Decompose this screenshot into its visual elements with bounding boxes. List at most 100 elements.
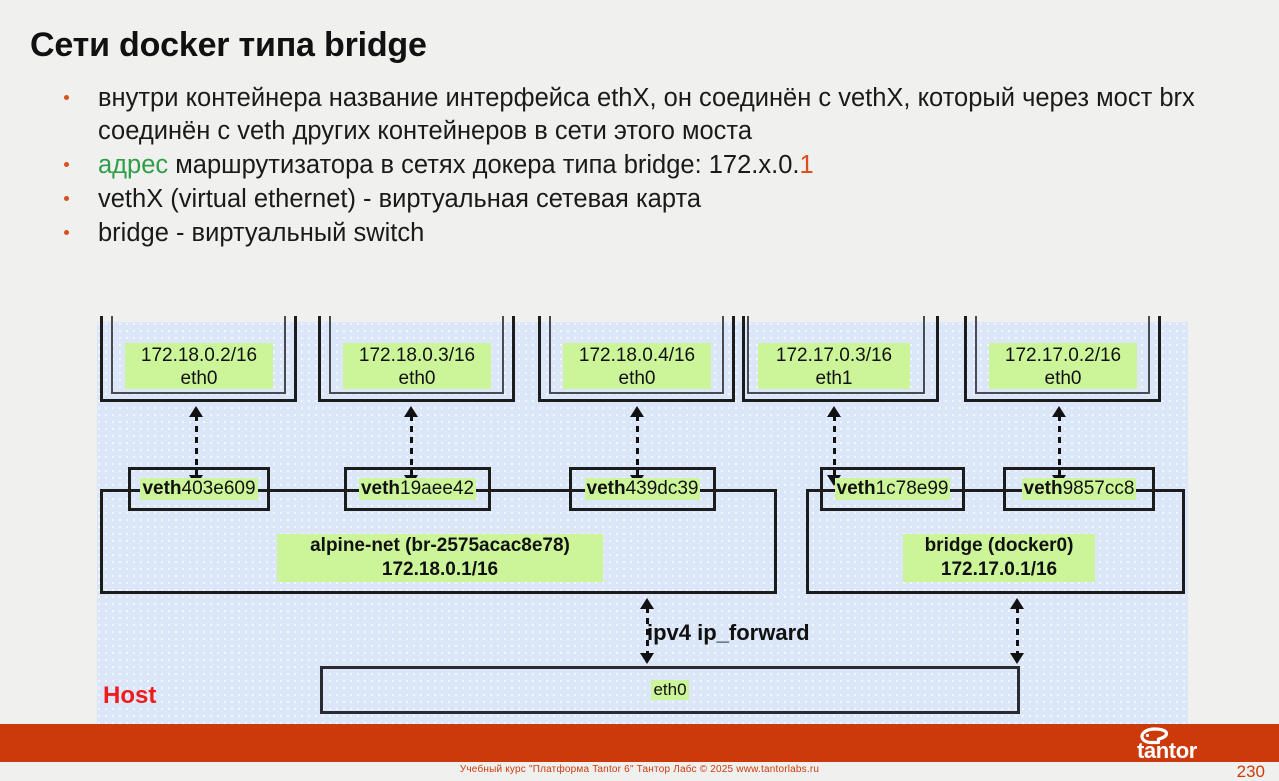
dashed-line [833,415,836,477]
container-ip-1: 172.18.0.2/16 eth0 [125,343,273,389]
bridge-label-alpine-net: alpine-net (br-2575acac8e78) 172.18.0.1/… [277,534,603,582]
container-iface-2: eth0 [398,368,436,389]
veth-box-2: veth19aee42 [344,467,491,511]
connector-bridge-host-left [640,598,654,664]
dashed-line [1016,607,1019,655]
bullet-text-4: bridge - виртуальный switch [98,219,425,247]
container-ip-5: 172.17.0.2/16 eth0 [989,343,1137,389]
container-ip-address-3: 172.18.0.4/16 [578,345,696,366]
veth-box-3: veth439dc39 [569,467,716,511]
bullet-item-2: адрес маршрутизатора в сетях докера типа… [56,149,1236,182]
veth-prefix-3: veth [586,478,626,499]
bullet-text-1: внутри контейнера название интерфейса et… [98,84,1195,145]
veth-link-1-2 [269,489,345,492]
veth-prefix-5: veth [1023,478,1063,499]
container-ip-address-1: 172.18.0.2/16 [140,345,258,366]
bullet-dot-icon [64,95,69,100]
veth-prefix-1: veth [142,478,182,499]
veth-box-1: veth403e609 [128,467,270,511]
connector-container-veth-4 [827,406,841,486]
bullet-item-3: vethX (virtual ethernet) - виртуальная с… [56,183,1236,216]
dashed-line [646,607,649,655]
dashed-line [636,415,639,477]
bullet-text-2-mid: маршрутизатора в сетях докера типа bridg… [168,151,800,179]
veth-label-3: veth439dc39 [584,478,701,500]
svg-text:tantor: tantor [1137,738,1198,760]
dashed-line [1058,415,1061,477]
host-label: Host [103,682,157,709]
dashed-line [410,415,413,477]
bridge-ip-docker0: 172.17.0.1/16 [940,559,1058,580]
veth-label-1: veth403e609 [140,478,258,500]
veth-link-2-3 [490,489,570,492]
arrow-head-up-icon [640,598,654,609]
tantor-logo: tantor [1137,727,1198,760]
veth-label-4: veth1c78e99 [834,478,951,500]
veth-suffix-2: 19aee42 [400,478,475,499]
arrow-head-up-icon [630,406,644,417]
container-ip-2: 172.18.0.3/16 eth0 [343,343,491,389]
container-iface-4: eth1 [815,368,853,389]
veth-suffix-3: 439dc39 [625,478,699,499]
bullet-list: внутри контейнера название интерфейса et… [56,82,1236,251]
veth-suffix-1: 403e609 [181,478,256,499]
bullet-item-1: внутри контейнера название интерфейса et… [56,82,1236,148]
arrow-head-up-icon [1010,598,1024,609]
arrow-head-down-icon [640,653,654,664]
container-box-1 [100,316,297,402]
bullet-dot-icon [64,230,69,235]
ip-forward-label: ipv4 ip_forward [647,620,810,645]
container-iface-5: eth0 [1044,368,1082,389]
arrow-head-up-icon [404,406,418,417]
veth-suffix-4: 1c78e99 [875,478,949,499]
bridge-name-docker0: bridge (docker0) [924,535,1074,556]
container-ip-address-2: 172.18.0.3/16 [358,345,476,366]
footer-credit-text: Учебный курс "Платформа Tantor 6" Тантор… [459,764,820,775]
arrow-head-up-icon [189,406,203,417]
container-inner-5 [975,316,1150,394]
arrow-head-up-icon [1052,406,1066,417]
page-number: 230 [1236,762,1265,781]
container-ip-address-5: 172.17.0.2/16 [1004,345,1122,366]
veth-suffix-5: 9857cc8 [1062,478,1135,499]
container-box-5 [964,316,1161,402]
container-box-3 [538,316,735,402]
veth-label-5: veth9857cc8 [1021,478,1137,500]
arrow-head-up-icon [827,406,841,417]
bullet-text-2-green: адрес [98,151,169,179]
container-ip-3: 172.18.0.4/16 eth0 [563,343,711,389]
bridge-ip-alpine-net: 172.18.0.1/16 [381,559,499,580]
veth-prefix-2: veth [360,478,401,499]
container-inner-4 [747,316,925,394]
footer-bar [0,724,1279,762]
docker-bridge-network-diagram: 172.18.0.2/16 eth0 172.18.0.3/16 eth0 17… [97,316,1188,724]
veth-box-5: veth9857cc8 [1003,467,1155,511]
host-eth0-box: eth0 [320,666,1020,714]
bridge-name-alpine-net: alpine-net (br-2575acac8e78) [310,535,570,556]
bullet-item-4: bridge - виртуальный switch [56,217,1236,250]
arrow-head-down-icon [1010,653,1024,664]
dashed-line [195,415,198,477]
container-ip-address-4: 172.17.0.3/16 [775,345,893,366]
container-inner-3 [549,316,724,394]
bullet-text-2-orange: 1 [799,151,814,179]
container-box-2 [318,316,515,402]
container-box-4 [742,316,939,402]
bullet-text-3: vethX (virtual ethernet) - виртуальная с… [98,185,702,213]
veth-link-4-5 [964,489,1004,492]
container-inner-1 [111,316,286,394]
bridge-label-docker0: bridge (docker0) 172.17.0.1/16 [903,534,1095,582]
container-inner-2 [329,316,504,394]
page-title: Сети docker типа bridge [30,26,427,64]
container-iface-1: eth0 [180,368,218,389]
bullet-dot-icon [64,196,69,201]
host-eth0-label: eth0 [651,680,689,700]
veth-box-4: veth1c78e99 [820,467,965,511]
container-iface-3: eth0 [618,368,656,389]
arrow-head-down-icon [827,475,841,486]
veth-label-2: veth19aee42 [358,478,477,500]
bullet-dot-icon [64,162,69,167]
connector-bridge-host-right [1010,598,1024,664]
veth-prefix-4: veth [836,478,876,499]
